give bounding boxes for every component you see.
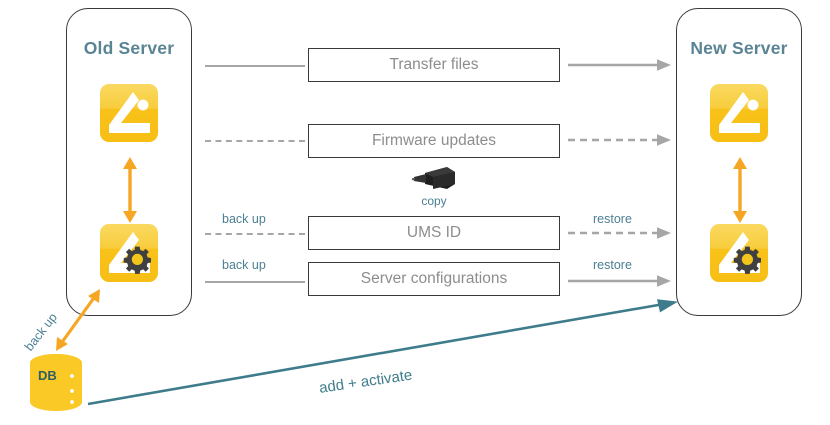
flow-transfer-files-box[interactable]: Transfer files bbox=[308, 48, 560, 82]
database-cylinder-icon bbox=[26, 350, 86, 412]
old-server-vertical-sync-arrow bbox=[119, 156, 141, 224]
add-activate-arrow bbox=[86, 296, 680, 408]
flow-firmware-updates-left-line bbox=[205, 140, 305, 142]
flow-ums-id-left-caption: back up bbox=[222, 212, 266, 226]
flow-ums-id-left-line bbox=[205, 233, 305, 235]
new-server-ums-console-icon bbox=[709, 223, 769, 283]
new-server-ums-app-icon bbox=[709, 83, 769, 143]
flow-ums-id-right-arrow bbox=[568, 225, 672, 241]
panel-new-server-title: New Server bbox=[690, 38, 788, 58]
usb-stick-icon bbox=[411, 164, 457, 194]
panel-old-server-title: Old Server bbox=[83, 38, 175, 58]
flow-transfer-files-left-line bbox=[205, 65, 305, 67]
usb-copy-caption: copy bbox=[421, 194, 447, 208]
flow-server-configurations-right-arrow bbox=[568, 273, 672, 289]
flow-ums-id-box[interactable]: UMS ID bbox=[308, 216, 560, 250]
old-server-ums-app-icon bbox=[99, 83, 159, 143]
flow-server-configurations-left-caption: back up bbox=[222, 258, 266, 272]
flow-ums-id-right-caption: restore bbox=[593, 212, 632, 226]
new-server-vertical-sync-arrow bbox=[729, 156, 751, 224]
flow-server-configurations-left-line bbox=[205, 281, 305, 283]
db-backup-arrow bbox=[50, 285, 108, 355]
flow-server-configurations-box[interactable]: Server configurations bbox=[308, 262, 560, 296]
old-server-ums-console-icon bbox=[99, 223, 159, 283]
flow-firmware-updates-right-arrow bbox=[568, 132, 672, 148]
flow-firmware-updates-box[interactable]: Firmware updates bbox=[308, 124, 560, 158]
database-label: DB bbox=[38, 368, 57, 383]
flow-server-configurations-right-caption: restore bbox=[593, 258, 632, 272]
flow-transfer-files-right-arrow bbox=[568, 57, 672, 73]
